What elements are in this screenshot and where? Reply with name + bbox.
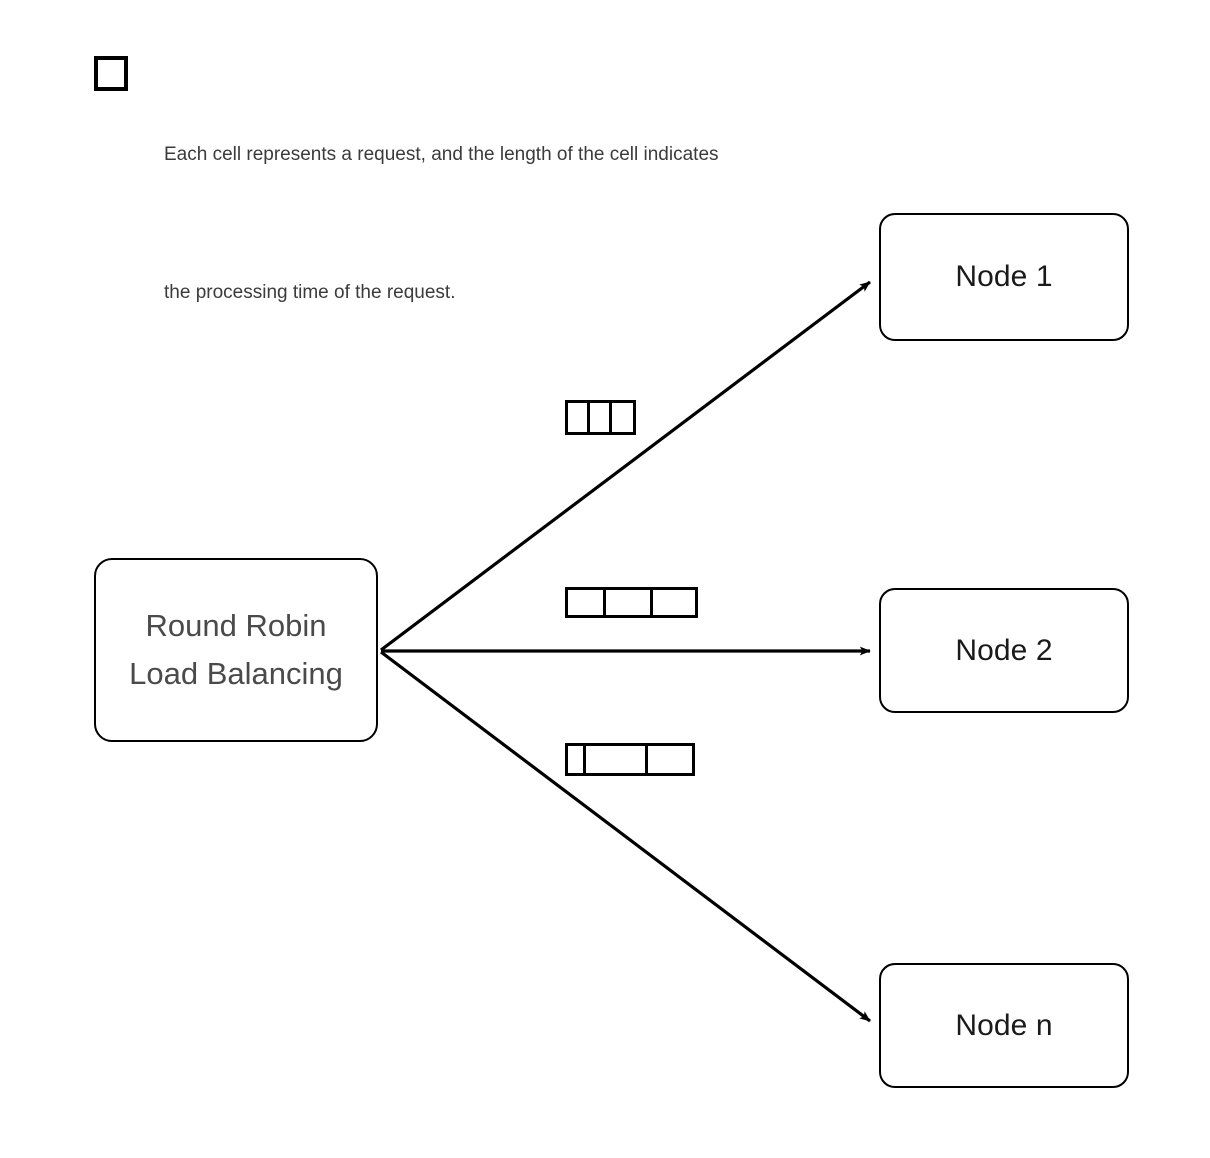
request-cell [568,403,590,432]
request-queue-node-2 [565,587,698,618]
request-cell [590,403,612,432]
load-balancer-label-line-2: Load Balancing [129,656,343,691]
legend-caption: Each cell represents a request, and the … [164,40,964,408]
request-queue-node-1 [565,400,636,435]
request-cell [568,590,606,615]
load-balancer-label-line-1: Round Robin [145,608,327,643]
request-cell [653,590,695,615]
empty-square-icon [94,56,128,91]
legend-caption-line-2: the processing time of the request. [164,282,456,303]
node-label: Node 2 [955,633,1053,667]
node-label: Node 1 [955,260,1053,293]
request-cell [606,590,653,615]
load-balancer-box[interactable]: Round Robin Load Balancing [94,558,378,742]
edge-to-node-1 [380,280,871,652]
request-cell [648,746,692,773]
legend-caption-line-1: Each cell represents a request, and the … [164,144,719,165]
node-box-node-2[interactable]: Node 2 [879,588,1129,713]
node-box-node-n[interactable]: Node n [879,963,1129,1088]
request-cell [612,403,633,432]
request-cell [568,746,586,773]
edge-to-node-n [380,650,871,1023]
node-box-node-1[interactable]: Node 1 [879,213,1129,341]
request-queue-node-n [565,743,695,776]
node-label: Node n [955,1008,1053,1042]
request-cell [586,746,648,773]
